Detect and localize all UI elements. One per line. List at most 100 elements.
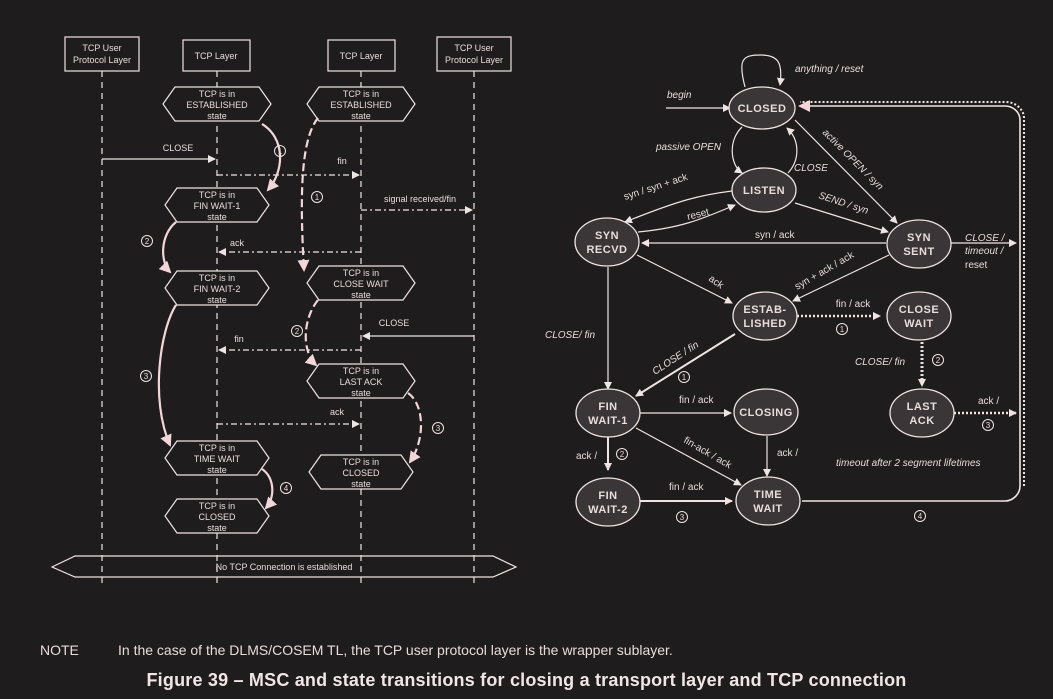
step-marker: 2 [141,235,153,247]
msc-state-label: LAST ACK [340,377,383,387]
message-label: CLOSE [379,318,410,328]
lifeline-label: Protocol Layer [445,55,503,65]
msc-state-label: state [351,479,371,489]
state-label: WAIT [904,318,934,330]
transition-curve [261,468,278,510]
no-connection-bar: No TCP Connection is established [50,555,518,578]
state-label: LISHED [743,318,786,330]
msc-state-label: ESTABLISHED [330,100,392,110]
edge-label: active OPEN / syn [820,127,885,192]
state-label: CLOSE [899,304,939,316]
step-marker-number: 3 [680,513,685,522]
edge-listen-closed [786,127,798,174]
edge-label: syn / ack [755,230,795,241]
msc-state-label: CLOSED [342,468,380,478]
note-text: In the case of the DLMS/COSEM TL, the TC… [118,642,673,658]
transition-curve [157,304,177,447]
lifeline-label: TCP Layer [195,51,238,61]
step-marker-number: 3 [144,372,149,381]
transition-curve [407,392,423,464]
transition-curve [304,299,319,367]
step-marker-number: 1 [840,325,845,334]
step-marker: 3 [676,511,688,523]
message-label: fin [337,156,347,166]
message-close-left: CLOSE [102,143,216,163]
message-ack-2: ack [217,407,360,428]
step-marker: 1 [311,191,323,203]
edge-label: CLOSE / [965,233,1006,244]
message-sequence-chart: TCP User Protocol Layer TCP Layer TCP La… [50,36,518,585]
edge-label: ack / [576,451,597,462]
step-marker: 4 [914,510,926,522]
state-established: ESTAB- LISHED [732,291,798,341]
step-marker: 3 [982,419,994,431]
step-marker: 1 [836,323,848,335]
edge-label: ack / [777,448,798,459]
step-marker: 4 [280,482,292,494]
edge-label: fin / ack [679,395,714,406]
edge-label: fin / ack [836,299,871,310]
msc-state-label: state [207,111,227,121]
message-label: CLOSE [163,143,194,153]
step-marker-number: 2 [620,450,625,459]
state-label: SENT [903,246,934,258]
state-listen: LISTEN [731,167,797,213]
edge-label: passive OPEN [655,142,722,153]
step-marker-number: 3 [986,421,991,430]
state-label: RECVD [586,244,627,256]
edge-label: ack / [978,396,999,407]
msc-state-label: TCP is in [199,501,235,511]
message-signal-received-fin: signal received/fin [361,194,473,214]
step-marker-number: 2 [936,356,941,365]
lifeline-left-tcp: TCP Layer [182,39,251,72]
edge-synrecvd-listen [637,204,736,233]
message-label: ack [230,238,245,248]
step-marker-number: 4 [918,512,923,521]
msc-state-label: state [207,523,227,533]
note-tag: NOTE [40,642,79,658]
msc-state-label: FIN WAIT-1 [194,201,241,211]
edge-timewait-closed [798,100,1021,502]
state-label: ESTAB- [743,304,786,316]
lifeline-label: TCP User [82,43,121,53]
step-marker-number: 2 [145,237,150,246]
message-label: fin [234,334,244,344]
edge-label: CLOSE [794,163,828,174]
edge-label: begin [667,90,692,101]
step-marker: 1 [678,371,690,383]
edge-label: ack [706,273,726,292]
transition-curve [261,123,282,192]
step-marker-number: 3 [436,424,441,433]
msc-state-label: state [351,290,371,300]
step-marker-number: 1 [315,193,320,202]
msc-state-label: state [207,212,227,222]
msc-state-label: CLOSE WAIT [333,279,389,289]
edge-established-finwait1 [635,333,736,397]
edge-label: reset [686,207,710,223]
edge-synsent-established [792,254,890,302]
edge-label: reset [965,260,987,271]
msc-state-label: TCP is in [199,273,235,283]
state-label: SYN [907,232,931,244]
state-label: FIN [598,401,617,413]
msc-state-label: ESTABLISHED [186,100,248,110]
msc-state-label: FIN WAIT-2 [194,284,241,294]
edge-closed-synsent [794,119,898,224]
edge-label: timeout / [965,246,1005,257]
msc-state-label: state [351,388,371,398]
step-marker: 2 [932,354,944,366]
message-ack-1: ack [218,238,361,256]
edge-label: fin / ack [669,482,704,493]
message-fin-2: fin [218,334,361,354]
